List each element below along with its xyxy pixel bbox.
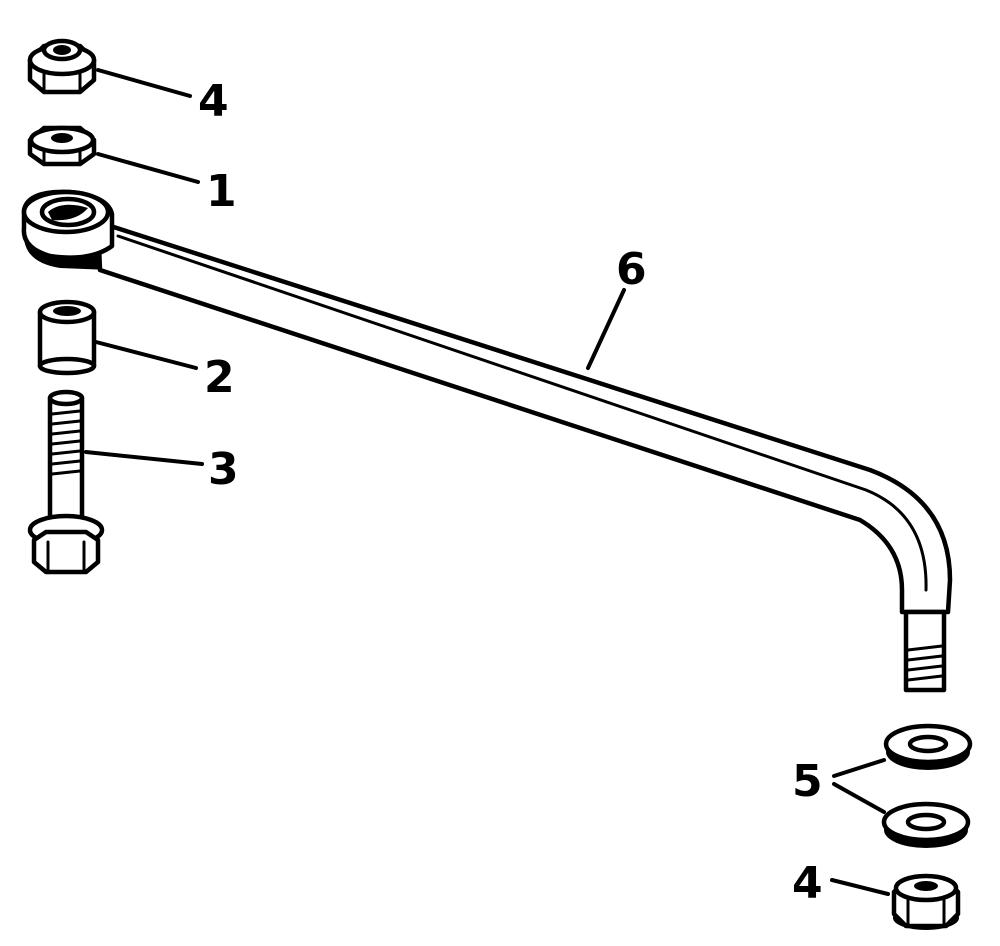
leader-spacer [94, 340, 198, 370]
leader-hex-nut [96, 152, 200, 184]
leader-bolt [84, 450, 204, 466]
bottom-locknut [891, 873, 961, 930]
washer-lower [881, 801, 971, 848]
callout-nut-top: 4 [198, 76, 229, 127]
hex-nut [27, 125, 97, 167]
leader-nut-bottom [830, 878, 890, 896]
top-locknut [27, 38, 97, 95]
callout-washers: 5 [792, 756, 823, 807]
leader-nut-top [96, 68, 192, 98]
washer-upper [883, 723, 973, 770]
link-rod [21, 189, 953, 693]
callout-bolt: 3 [208, 444, 239, 495]
callout-hex-nut: 1 [206, 166, 237, 217]
leader-washer-upper [832, 758, 886, 778]
leader-link-rod [586, 288, 626, 370]
callout-nut-bottom: 4 [792, 858, 823, 909]
leader-washer-lower [832, 782, 886, 814]
callout-spacer: 2 [204, 352, 235, 403]
callout-link-rod: 6 [616, 244, 647, 295]
spacer [37, 299, 97, 376]
bolt [27, 389, 105, 575]
